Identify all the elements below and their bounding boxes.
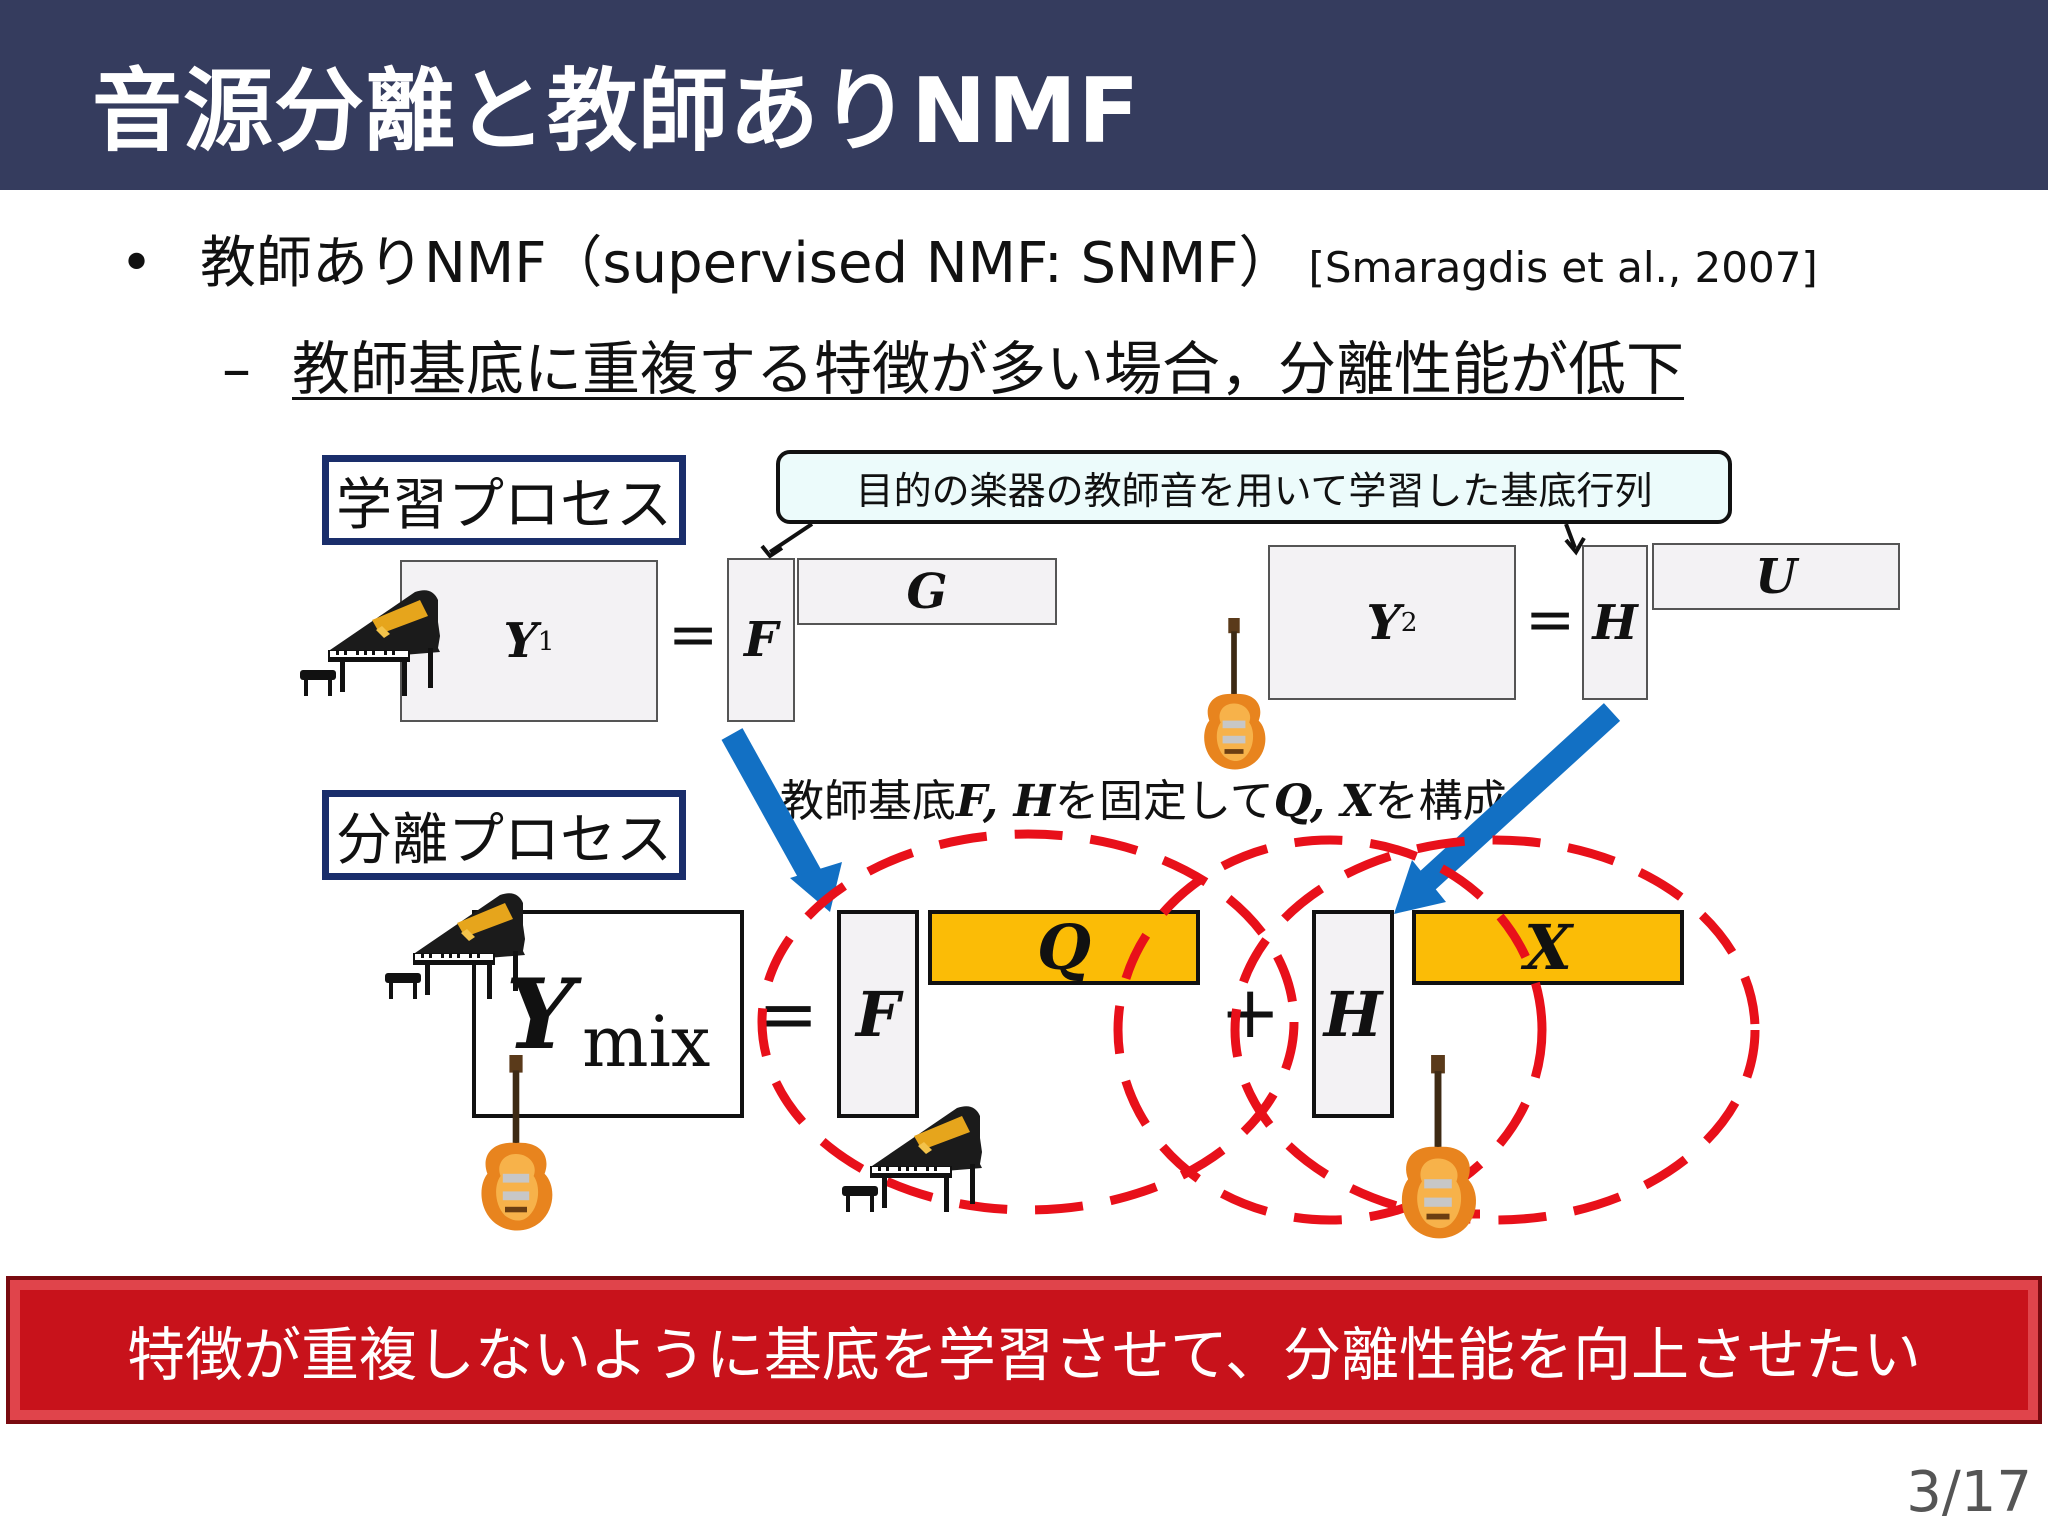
conclusion-banner: 特徴が重複しないように基底を学習させて、分離性能を向上させたい	[6, 1276, 2042, 1424]
matrix-h-separation: H	[1312, 910, 1394, 1118]
equals-sign-2: =	[1525, 585, 1576, 655]
learning-process-label: 学習プロセス	[322, 455, 686, 545]
arrow-h-to-separation	[1394, 703, 1621, 914]
matrix-ymix-subscript: mix	[582, 1001, 711, 1083]
equals-sign-1: =	[668, 600, 719, 670]
matrix-f-learning: F	[727, 558, 795, 722]
citation: [Smaragdis et al., 2007]	[1308, 243, 1818, 292]
matrix-x: X	[1412, 910, 1684, 985]
plus-sign: +	[1220, 970, 1281, 1054]
arrow-f-to-separation	[721, 728, 842, 912]
matrix-f-separation: F	[837, 910, 919, 1118]
matrix-y1-symbol: Y	[503, 613, 538, 669]
callout-pointer-right	[1564, 523, 1577, 549]
fixed-basis-prefix: 教師基底	[780, 776, 956, 827]
sub-bullet-marker: –	[222, 335, 251, 403]
fixed-basis-vars: F, H	[956, 776, 1056, 827]
bullet-marker: •	[120, 231, 154, 296]
callout-pointer-left	[768, 522, 814, 554]
piano-icon	[385, 893, 525, 999]
matrix-y1-subscript: 1	[537, 625, 555, 657]
guitar-icon	[1401, 1055, 1477, 1239]
matrix-q: Q	[928, 910, 1200, 985]
piano-icon	[842, 1106, 982, 1212]
sub-bullet-overlap: –教師基底に重複する特徴が多い場合，分離性能が低下	[222, 322, 1684, 406]
page-number: 3/17	[1906, 1460, 2032, 1525]
constructed-vars: Q, X	[1273, 776, 1375, 827]
slide-title: 音源分離と教師ありNMF	[92, 59, 1141, 164]
guitar-icon	[1204, 618, 1266, 770]
basis-callout: 目的の楽器の教師音を用いて学習した基底行列	[776, 450, 1732, 524]
dashed-ellipse-guitar-overlap	[1113, 835, 1547, 1225]
fixed-basis-mid: を固定して	[1055, 776, 1274, 827]
bullet-snmf: • 教師ありNMF（supervised NMF: SNMF） [Smaragdis…	[120, 218, 1818, 299]
matrix-g: G	[797, 558, 1057, 625]
dashed-ellipse-piano	[757, 829, 1299, 1215]
guitar-icon	[481, 1055, 553, 1231]
sub-bullet-text: 教師基底に重複する特徴が多い場合，分離性能が低下	[292, 335, 1685, 403]
title-bar: 音源分離と教師ありNMF	[0, 0, 2048, 190]
matrix-y2-subscript: 2	[1400, 607, 1418, 638]
matrix-u: U	[1652, 543, 1900, 610]
dashed-ellipse-guitar	[1230, 835, 1760, 1225]
separation-process-label: 分離プロセス	[322, 790, 686, 880]
matrix-h-learning: H	[1582, 545, 1648, 700]
piano-icon	[300, 590, 440, 696]
fixed-basis-label: 教師基底F, Hを固定してQ, Xを構成	[780, 765, 1507, 829]
matrix-y2-symbol: Y	[1366, 594, 1401, 651]
bullet-text: 教師ありNMF（supervised NMF: SNMF）	[200, 231, 1295, 296]
